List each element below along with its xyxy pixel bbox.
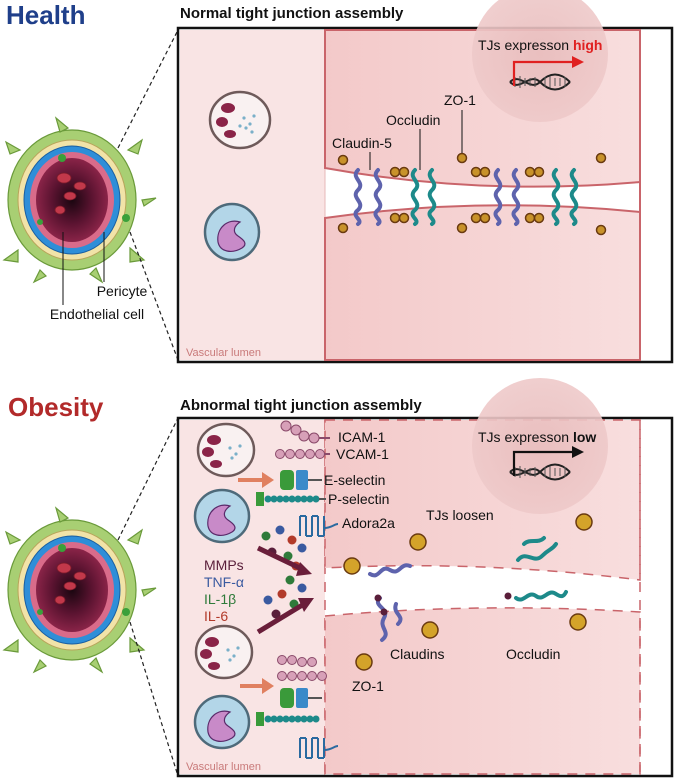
icam-label: ICAM-1 xyxy=(338,429,386,445)
obesity-expression-level: low xyxy=(573,429,596,445)
eselectin-label: E-selectin xyxy=(324,472,385,488)
pericyte-label: Pericyte xyxy=(97,283,148,299)
occludin-label: Occludin xyxy=(386,112,440,128)
svg-text:TJs expresson low: TJs expresson low xyxy=(478,429,596,445)
cytokine-il1b-label: IL-1β xyxy=(204,591,236,607)
tjs-loosen-label: TJs loosen xyxy=(426,507,494,523)
cytokine-tnf-label: TNF-α xyxy=(204,574,244,590)
endothelial-label: Endothelial cell xyxy=(50,306,144,322)
health-vessel-icon xyxy=(2,116,157,284)
obesity-panel-title: Abnormal tight junction assembly xyxy=(180,397,422,414)
monocyte-icon xyxy=(193,488,251,544)
zo1-label: ZO-1 xyxy=(444,92,476,108)
svg-text:TJs expresson high: TJs expresson high xyxy=(478,37,602,53)
pselectin-icon xyxy=(256,492,326,506)
obesity-expression-prefix: TJs expresson xyxy=(478,429,573,445)
obesity-vessel-icon xyxy=(2,506,157,674)
claudins-label: Claudins xyxy=(390,646,444,662)
arrow-icon xyxy=(238,472,274,488)
icam-icon xyxy=(280,420,330,444)
health-expression-prefix: TJs expresson xyxy=(478,37,573,53)
health-lumen-label: Vascular lumen xyxy=(186,347,261,359)
pselectin-label: P-selectin xyxy=(328,491,389,507)
health-panel: TJs expresson high Claudin-5 Occludin xyxy=(176,0,674,364)
vcam-icon xyxy=(275,449,330,459)
vcam-label: VCAM-1 xyxy=(336,446,389,462)
health-up-arrow-icon xyxy=(512,60,572,86)
cytokine-cluster xyxy=(256,525,314,635)
cytokine-mmps-label: MMPs xyxy=(204,557,244,573)
leukocyte-icon xyxy=(194,624,254,680)
monocyte-icon xyxy=(203,202,261,262)
cytokine-il6-label: IL-6 xyxy=(204,608,228,624)
obesity-lumen-label: Vascular lumen xyxy=(186,761,261,773)
monocyte-icon xyxy=(193,694,251,750)
health-expression-level: high xyxy=(573,37,603,53)
obesity-occludin-label: Occludin xyxy=(506,646,560,662)
adora2a-icon xyxy=(299,515,339,537)
claudin5-label: Claudin-5 xyxy=(332,135,392,151)
obesity-heading: Obesity xyxy=(8,392,104,422)
adora2a-label: Adora2a xyxy=(342,515,395,531)
obesity-zo1-label: ZO-1 xyxy=(352,678,384,694)
obesity-panel: TJs expresson low ICAM-1 VCAM-1 E-select… xyxy=(176,378,674,778)
health-heading: Health xyxy=(6,0,85,30)
leukocyte-icon xyxy=(196,422,256,478)
leukocyte-icon xyxy=(208,90,272,150)
eselectin-icon xyxy=(280,470,322,490)
health-panel-title: Normal tight junction assembly xyxy=(180,5,404,22)
obesity-down-arrow-icon xyxy=(512,450,572,476)
